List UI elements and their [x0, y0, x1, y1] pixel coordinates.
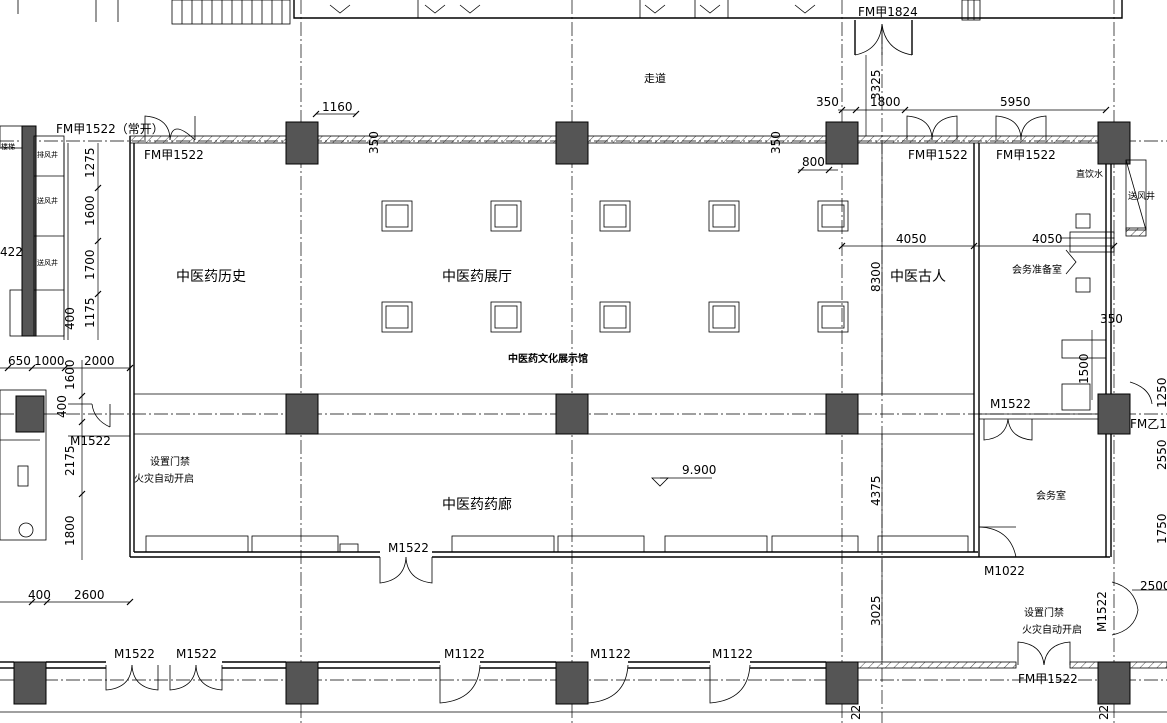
dim-400-c: 400	[28, 588, 51, 602]
note-access-a: 设置门禁	[150, 455, 190, 468]
dim-1800-left: 1800	[63, 515, 77, 546]
doors-bottom	[91, 381, 1153, 636]
room-gallery: 中医药药廊	[442, 496, 512, 513]
exhibition-walls	[129, 135, 1112, 558]
dim-422: 422	[0, 245, 23, 259]
door-label-m1522-bottom: M1522	[388, 541, 429, 555]
display-cases	[381, 200, 849, 333]
door-label-m1522-low1: M1522	[114, 647, 155, 661]
right-room-items	[1060, 159, 1147, 411]
dim-2000: 2000	[84, 354, 115, 368]
door-label-fm1522-open: FM甲1522（常开）	[56, 122, 164, 136]
dim-2550: 2550	[1155, 439, 1167, 470]
dim-1175: 1175	[83, 297, 97, 328]
note-access-d: 火灾自动开启	[1022, 623, 1082, 636]
room-meeting: 会务室	[1036, 489, 1066, 502]
doors-top	[144, 115, 1047, 141]
room-air-shaft: 送风井	[1128, 190, 1155, 202]
door-label-fmz: FM乙152	[1130, 417, 1167, 431]
door-label-fm1824: FM甲1824	[858, 5, 918, 19]
dim-1160: 1160	[322, 100, 353, 114]
shaft-label-2: 排风井	[37, 150, 58, 159]
dim-8300: 8300	[869, 261, 883, 292]
dim-350-a: 350	[367, 131, 381, 154]
dim-1275: 1275	[83, 147, 97, 178]
dim-22-a: 22	[849, 705, 863, 720]
dim-1000: 1000	[34, 354, 65, 368]
dim-3025: 3025	[869, 595, 883, 626]
dim-4050-a: 4050	[896, 232, 927, 246]
door-label-fm1522-c: FM甲1522	[996, 148, 1056, 162]
door-label-m1522-left: M1522	[70, 434, 111, 448]
dim-3325: 3325	[869, 69, 883, 100]
room-water: 直饮水	[1076, 168, 1103, 180]
dim-5950: 5950	[1000, 95, 1031, 109]
dim-400-a: 400	[63, 307, 77, 330]
dim-1800-top: 1800	[870, 95, 901, 109]
note-access-c: 设置门禁	[1024, 606, 1064, 619]
door-label-m1122-b: M1122	[590, 647, 631, 661]
dim-1250: 1250	[1155, 377, 1167, 408]
dim-350-b: 350	[769, 131, 783, 154]
door-label-m1522-low2: M1522	[176, 647, 217, 661]
dim-1600-b: 1600	[63, 359, 77, 390]
left-shafts	[0, 125, 130, 541]
dim-2175: 2175	[63, 445, 77, 476]
room-history: 中医药历史	[176, 269, 246, 285]
dim-800: 800	[802, 155, 825, 169]
elevation-value: 9.900	[682, 463, 716, 477]
dim-650: 650	[8, 354, 31, 368]
lower-corridor	[0, 641, 1167, 713]
room-ancients: 中医古人	[890, 269, 946, 285]
door-label-m1022: M1022	[984, 564, 1025, 578]
dim-2600: 2600	[74, 588, 105, 602]
room-museum: 中医药文化展示馆	[508, 352, 588, 365]
door-label-m1522-right: M1522	[990, 397, 1031, 411]
door-label-m1122-c: M1122	[712, 647, 753, 661]
room-corridor: 走道	[644, 71, 666, 85]
columns	[13, 121, 1131, 705]
dim-1500: 1500	[1077, 353, 1091, 384]
room-hall: 中医药展厅	[442, 269, 512, 285]
door-label-fm1522-low: FM甲1522	[1018, 672, 1078, 686]
top-structures	[17, 0, 1123, 25]
dimension-lines	[0, 55, 1167, 662]
door-fm1824	[854, 20, 913, 56]
note-access-b: 火灾自动开启	[134, 472, 194, 485]
display-counters	[145, 535, 969, 553]
door-label-m1122-a: M1122	[444, 647, 485, 661]
elevation-marker	[651, 477, 712, 487]
dim-350-top: 350	[816, 95, 839, 109]
dim-22-b: 22	[1097, 705, 1111, 720]
door-label-fm1522-b: FM甲1522	[908, 148, 968, 162]
shaft-stair-label: 楼梯	[1, 142, 15, 151]
door-label-fm1522-a: FM甲1522	[144, 148, 204, 162]
shaft-label-3: 送风井	[37, 258, 58, 267]
dim-1700: 1700	[83, 249, 97, 280]
dim-1600-a: 1600	[83, 195, 97, 226]
shaft-label-1: 送风井	[37, 196, 58, 205]
dim-4375: 4375	[869, 475, 883, 506]
dim-400-b: 400	[55, 395, 69, 418]
room-prep: 会务准备室	[1012, 263, 1062, 276]
dim-1750: 1750	[1155, 513, 1167, 544]
dim-4050-b: 4050	[1032, 232, 1063, 246]
dim-2500: 2500	[1140, 579, 1167, 593]
door-label-m1522-vert: M1522	[1095, 591, 1109, 632]
dim-350-right: 350	[1100, 312, 1123, 326]
